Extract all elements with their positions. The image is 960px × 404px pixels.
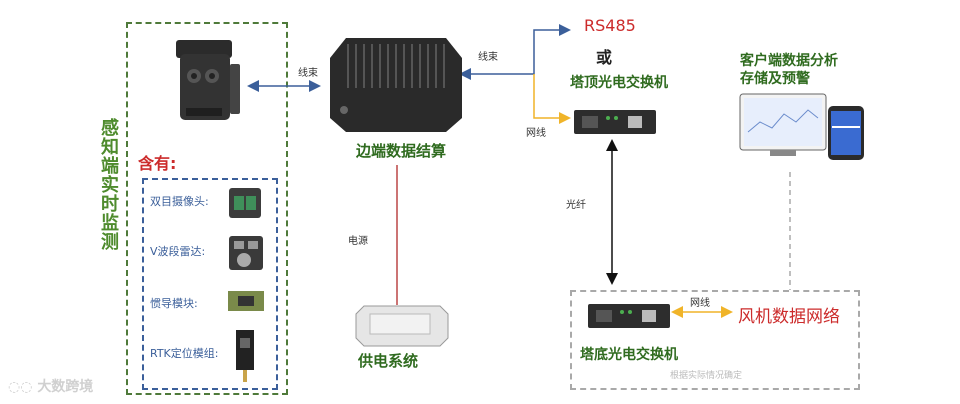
- watermark: ◌◌ 大数跨境: [8, 376, 93, 396]
- watermark-logo-icon: ◌◌: [8, 379, 38, 395]
- or-label: 或: [596, 48, 613, 67]
- link-cable-left: 线束: [298, 68, 318, 79]
- radar-module-icon: [229, 236, 263, 270]
- edge-computer-icon: [330, 38, 462, 132]
- top-switch-icon: [574, 110, 656, 134]
- component-stereo-camera: 双目摄像头:: [150, 195, 209, 208]
- components-container: [142, 178, 278, 390]
- bottom-switch-container: [570, 290, 860, 390]
- note-label: 根据实际情况确定: [670, 371, 743, 381]
- link-cable-right: 线束: [478, 52, 498, 63]
- link-power-line: 电源: [348, 236, 368, 247]
- power-supply-icon: [355, 305, 449, 347]
- rs485-label: RS485: [584, 16, 636, 35]
- top-switch-label: 塔顶光电交换机: [570, 75, 668, 91]
- client-dashboard-icon: [739, 93, 864, 160]
- camera-module-icon: [229, 188, 261, 218]
- sensor-device-icon: [176, 40, 240, 120]
- link-fiber: 光纤: [566, 200, 586, 211]
- sensing-title: 感知端实时监测: [98, 118, 119, 251]
- component-radar: V波段雷达:: [150, 245, 206, 258]
- contains-label: 含有:: [138, 154, 177, 173]
- watermark-text: 大数跨境: [37, 379, 94, 395]
- edge-label: 边端数据结算: [356, 142, 447, 160]
- bottom-switch-label: 塔底光电交换机: [580, 347, 678, 363]
- client-label: 客户端数据分析存储及预警: [740, 53, 838, 87]
- ins-module-icon: [228, 291, 264, 311]
- sensing-container: [126, 22, 288, 395]
- component-ins: 惯导模块:: [150, 297, 198, 310]
- rtk-module-icon: [236, 330, 254, 382]
- link-network-top: 网线: [526, 128, 546, 139]
- wind-network-label: 风机数据网络: [738, 307, 840, 327]
- bottom-switch-icon: [588, 304, 670, 328]
- power-label: 供电系统: [358, 352, 419, 370]
- link-network-bottom: 网线: [690, 298, 710, 309]
- component-rtk: RTK定位模组:: [150, 347, 219, 360]
